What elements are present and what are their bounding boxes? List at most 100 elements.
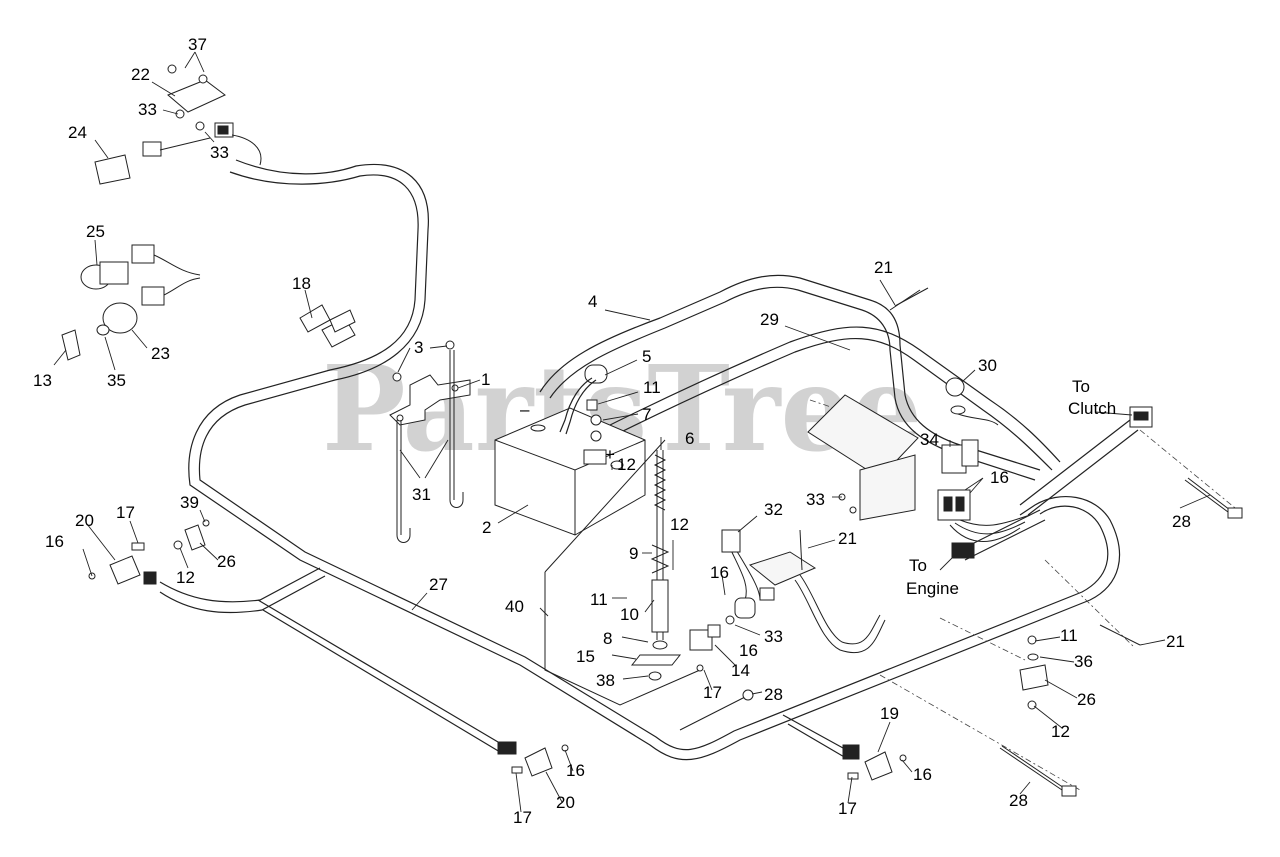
svg-text:+: +: [605, 445, 615, 464]
callout-26: 26: [1077, 690, 1096, 709]
callout-15: 15: [576, 647, 595, 666]
clutch-note-line2: Clutch: [1068, 399, 1116, 418]
callout-19: 19: [880, 704, 899, 723]
clutch-connector: [1129, 406, 1153, 428]
callout-36: 36: [1074, 652, 1093, 671]
callout-23: 23: [151, 344, 170, 363]
ignition-switch: [94, 64, 262, 185]
callout-6: 6: [685, 429, 694, 448]
relay: [937, 439, 1031, 542]
callout-32: 32: [764, 500, 783, 519]
wire-leads-21: [799, 287, 1141, 646]
callout-37: 37: [188, 35, 207, 54]
callout-12: 12: [617, 455, 636, 474]
callout-12: 12: [1051, 722, 1070, 741]
callout-16: 16: [566, 761, 585, 780]
callout-17: 17: [703, 683, 722, 702]
upper-harness: [539, 274, 1041, 481]
callout-25: 25: [86, 222, 105, 241]
callout-17: 17: [513, 808, 532, 827]
callout-12: 12: [670, 515, 689, 534]
callout-7: 7: [642, 405, 651, 424]
wire-leads-28: [679, 477, 1243, 797]
callout-22: 22: [131, 65, 150, 84]
callout-20: 20: [556, 793, 575, 812]
callout-33: 33: [764, 627, 783, 646]
callout-33: 33: [210, 143, 229, 162]
callout-10: 10: [620, 605, 639, 624]
switch-20-left: [88, 542, 157, 585]
dash-plate: [748, 394, 919, 586]
callout-18: 18: [292, 274, 311, 293]
switch-14: [689, 624, 721, 672]
callout-21: 21: [874, 258, 893, 277]
callout-27: 27: [429, 575, 448, 594]
callout-24: 24: [68, 123, 87, 142]
callout-28: 28: [1009, 791, 1028, 810]
lower-right-branch: [782, 714, 847, 759]
callout-40: 40: [505, 597, 524, 616]
callout-33: 33: [138, 100, 157, 119]
leader-lines: [53, 51, 1211, 813]
hardware-33: [725, 493, 857, 625]
callout-28: 28: [764, 685, 783, 704]
bracket-26-right: [1019, 635, 1049, 710]
callout-11: 11: [1060, 626, 1078, 645]
callouts: 37 22 33 33 24 25 18 23 13 35 3 1 31 4 2…: [33, 35, 1191, 827]
callout-16: 16: [739, 641, 758, 660]
callout-38: 38: [596, 671, 615, 690]
callout-21: 21: [838, 529, 857, 548]
connectors-18: [299, 304, 356, 348]
bracket-26-left: [173, 519, 210, 551]
switch-19: [842, 744, 907, 781]
engine-connector: [951, 542, 975, 559]
callout-16: 16: [45, 532, 64, 551]
callout-1: 1: [481, 370, 490, 389]
clutch-harness: [1019, 419, 1139, 516]
callout-12: 12: [176, 568, 195, 587]
callout-34: 34: [920, 430, 939, 449]
callout-16: 16: [990, 468, 1009, 487]
notes: To Clutch To Engine: [906, 377, 1116, 598]
pto-switch: [80, 244, 201, 306]
main-harness: [188, 159, 1121, 761]
switch-32: [721, 529, 775, 619]
bracket-40: [544, 439, 701, 706]
callout-30: 30: [978, 356, 997, 375]
callout-11: 11: [643, 378, 661, 397]
callout-8: 8: [603, 629, 612, 648]
callout-13: 13: [33, 371, 52, 390]
callout-35: 35: [107, 371, 126, 390]
callout-17: 17: [838, 799, 857, 818]
callout-31: 31: [412, 485, 431, 504]
callout-14: 14: [731, 661, 750, 680]
lamp: [945, 377, 999, 426]
callout-39: 39: [180, 493, 199, 512]
callout-9: 9: [629, 544, 638, 563]
callout-26: 26: [217, 552, 236, 571]
engine-note-line1: To: [909, 556, 927, 575]
callout-16: 16: [710, 563, 729, 582]
engine-note-line2: Engine: [906, 579, 959, 598]
callout-33: 33: [806, 490, 825, 509]
callout-29: 29: [760, 310, 779, 329]
callout-21: 21: [1166, 632, 1185, 651]
callout-16: 16: [913, 765, 932, 784]
callout-11: 11: [590, 590, 608, 609]
clutch-note-line1: To: [1072, 377, 1090, 396]
callout-2: 2: [482, 518, 491, 537]
callout-28: 28: [1172, 512, 1191, 531]
svg-text:–: –: [520, 400, 530, 419]
hold-down-rod: [630, 450, 682, 681]
switch-20-bottom: [497, 741, 569, 777]
lower-left-branch: [159, 567, 501, 753]
harness-29: [599, 326, 1061, 471]
key-switch: [61, 302, 138, 361]
callout-5: 5: [642, 347, 651, 366]
callout-4: 4: [588, 292, 597, 311]
callout-20: 20: [75, 511, 94, 530]
hold-down-bracket: [389, 340, 471, 543]
callout-17: 17: [116, 503, 135, 522]
callout-3: 3: [414, 338, 423, 357]
